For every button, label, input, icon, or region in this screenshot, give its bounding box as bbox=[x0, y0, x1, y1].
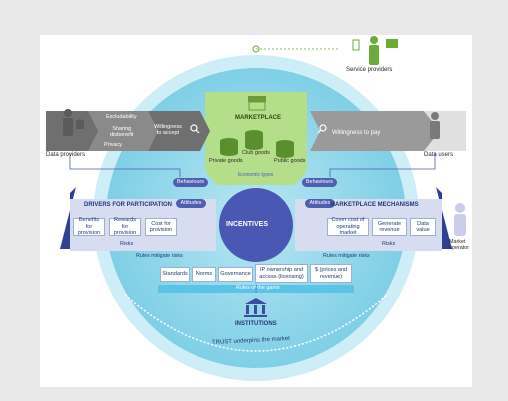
mechanisms-risks: Risks bbox=[382, 241, 396, 247]
coins-public-icon bbox=[276, 140, 294, 158]
sharing-disbenefit-label: Sharing disbenefit bbox=[110, 126, 134, 138]
market-operator-label: Market operator bbox=[449, 239, 470, 251]
willingness-pay-label: Willingness to pay bbox=[332, 130, 381, 136]
incentives-label: INCENTIVES bbox=[226, 221, 269, 228]
coins-club-icon bbox=[245, 130, 263, 150]
economic-types-label: Economic types bbox=[238, 172, 274, 178]
private-goods-label: Private goods bbox=[209, 158, 243, 164]
coins-private-icon bbox=[220, 138, 238, 156]
market-stall-icon bbox=[248, 96, 266, 102]
institutions-icon bbox=[244, 298, 267, 317]
marketplace-title: MARKETPLACE bbox=[235, 115, 281, 121]
data-users-banner bbox=[310, 111, 440, 151]
mechanism-item: Cover cost of operating market bbox=[327, 217, 369, 236]
excludability-label: Excludability bbox=[106, 114, 137, 120]
driver-item: Cost for provision bbox=[145, 218, 177, 236]
drivers-risks: Risks bbox=[120, 241, 134, 247]
club-goods-label: Club goods bbox=[242, 150, 270, 156]
money-icon bbox=[386, 39, 398, 48]
data-user-person-icon bbox=[430, 112, 440, 139]
magnifier-right-icon bbox=[317, 124, 327, 134]
drivers-rules: Rules mitigate risks bbox=[136, 253, 183, 259]
database-icon bbox=[76, 119, 84, 129]
arrow-right-down bbox=[329, 153, 436, 177]
driver-item: Rewards for provision bbox=[109, 217, 141, 236]
attitudes-left: Attitudes bbox=[176, 199, 206, 208]
rule-item: Governance bbox=[218, 267, 253, 282]
service-provider-person-icon bbox=[369, 36, 379, 65]
data-provider-person-icon bbox=[63, 109, 73, 136]
behaviours-left: Behaviours bbox=[173, 178, 208, 187]
phone-icon bbox=[352, 39, 360, 51]
mechanism-item: Generate revenue bbox=[372, 218, 407, 236]
rule-item: Norms bbox=[192, 267, 216, 282]
willingness-accept-label: Willingness to accept bbox=[154, 124, 182, 136]
attitudes-right: Attitudes bbox=[305, 199, 335, 208]
data-providers-label: Data providers bbox=[46, 152, 86, 158]
diagram-graphics bbox=[46, 36, 466, 381]
rules-of-game-label: Rules of the game bbox=[236, 285, 280, 291]
rule-item: IP ownership and access (licensing) bbox=[255, 264, 308, 283]
behaviours-right: Behaviours bbox=[302, 178, 337, 187]
incentives-circle bbox=[219, 188, 293, 262]
rule-item: $ (prices and revenue) bbox=[310, 264, 352, 283]
service-link-node bbox=[252, 45, 260, 53]
rule-item: Standards bbox=[160, 267, 190, 282]
service-providers-label: Service providers bbox=[346, 67, 393, 73]
drivers-title: DRIVERS FOR PARTICIPATION bbox=[84, 202, 173, 208]
privacy-label: Privacy bbox=[104, 142, 123, 148]
public-goods-label: Public goods bbox=[274, 158, 306, 164]
arrow-left-down bbox=[69, 153, 181, 177]
market-operator-person-icon bbox=[454, 203, 466, 236]
trust-arc bbox=[124, 294, 388, 352]
driver-item: Benefits for provision bbox=[73, 217, 105, 236]
data-users-label: Data users bbox=[424, 152, 454, 158]
mechanism-item: Data value bbox=[410, 218, 436, 236]
institutions-label: INSTITUTIONS bbox=[235, 321, 277, 327]
mechanisms-title: MARKETPLACE MECHANISMS bbox=[330, 202, 419, 208]
diagram-canvas: Service providers Excludability Sharing … bbox=[40, 35, 472, 387]
mechanisms-rules: Rules mitigate risks bbox=[323, 253, 370, 259]
magnifier-left-icon bbox=[190, 124, 200, 134]
